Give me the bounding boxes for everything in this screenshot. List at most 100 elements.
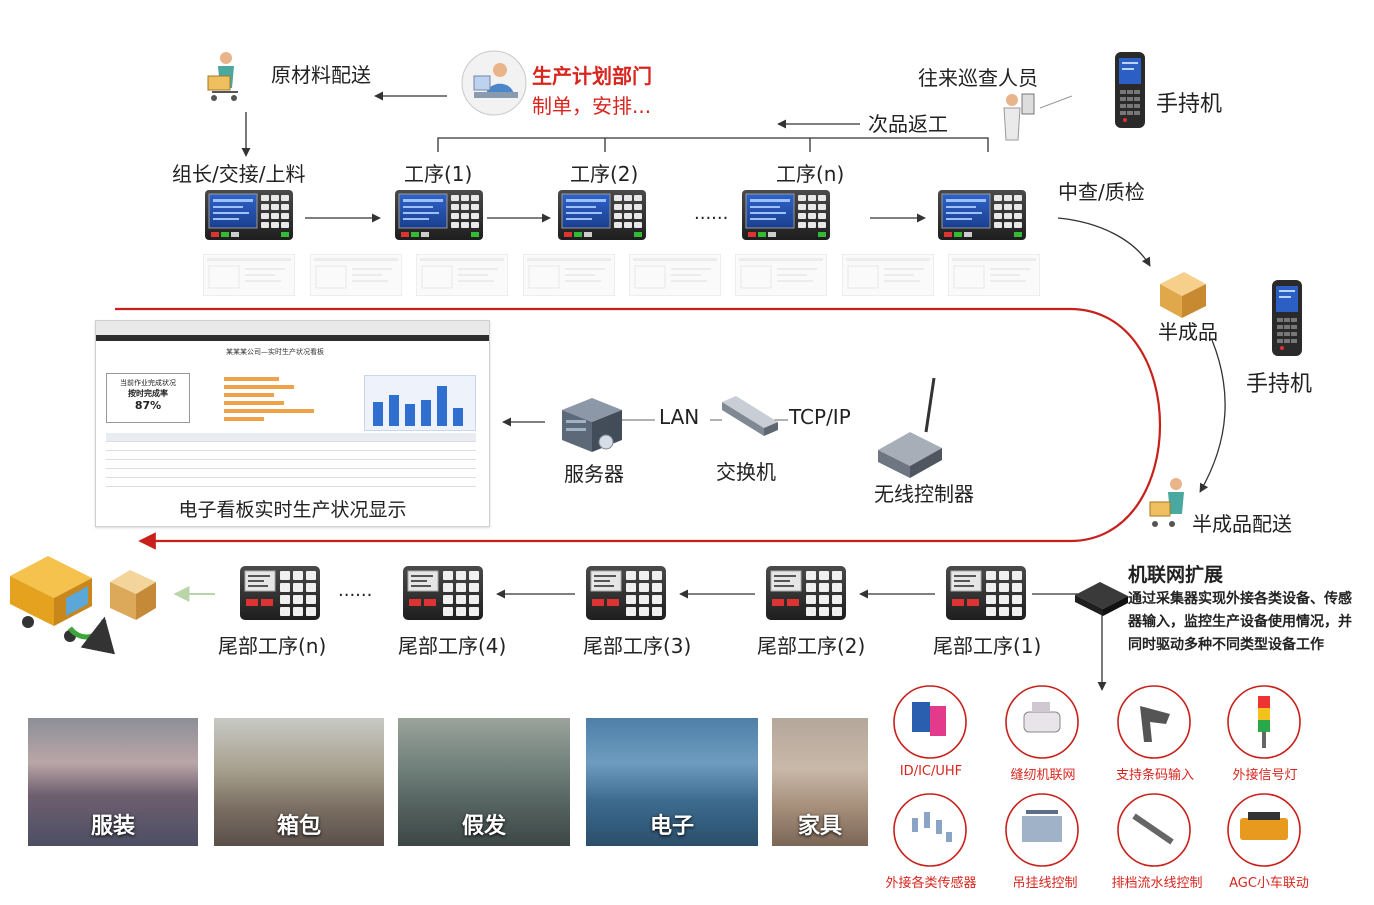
truck-icon — [10, 556, 156, 655]
collector-icon — [1075, 582, 1128, 616]
blue-bar-chart — [364, 375, 476, 431]
sensor-icon — [912, 812, 952, 842]
terminal-icon — [205, 190, 293, 240]
extension-title: 机联网扩展 — [1128, 564, 1224, 586]
sewing-machine-icon — [1023, 711, 1061, 733]
plan-dept-label: 生产计划部门 — [532, 64, 652, 88]
plan-sub-label: 制单，安排... — [532, 94, 652, 118]
board-table-row — [106, 469, 476, 478]
bottom-ellipsis: ...... — [338, 580, 373, 601]
kpi-value: 87% — [134, 399, 162, 412]
agv-car-icon — [1240, 818, 1288, 840]
tail-process-label: 尾部工序(1) — [933, 634, 1042, 658]
board-title: 某某某公司—实时生产状况看板 — [226, 348, 324, 356]
data-table — [106, 433, 476, 489]
wireless-controller-label: 无线控制器 — [874, 482, 974, 506]
switch-icon — [722, 396, 778, 436]
board-caption: 电子看板实时生产状况显示 — [178, 499, 407, 521]
extension-caption: ID/IC/UHF — [899, 764, 963, 779]
extension-description: 通过采集器实现外接各类设备、传感器输入，监控生产设备使用情况，并同时驱动多种不同… — [1128, 591, 1352, 653]
tcpip-label: TCP/IP — [789, 405, 851, 429]
board-vbar — [389, 395, 399, 426]
kpi-box: 当前作业完成状况 按时完成率 87% — [106, 373, 190, 423]
wireless-controller-icon — [878, 377, 942, 478]
board-table-row — [106, 442, 476, 451]
industry-caption: 假发 — [461, 814, 506, 839]
terminal-icon — [742, 190, 830, 240]
tail-process-label: 尾部工序(4) — [398, 634, 507, 658]
raw-material-label: 原材料配送 — [271, 63, 371, 87]
board-table-row — [106, 478, 476, 487]
extension-caption: 外接信号灯 — [1232, 768, 1298, 783]
extension-caption: 支持条码输入 — [1115, 768, 1194, 783]
orange-bar-chart — [224, 377, 324, 427]
board-hbar — [224, 409, 314, 413]
terminal-icon — [395, 190, 483, 240]
patrol-person-icon — [1003, 93, 1073, 141]
handheld-icon — [1115, 52, 1145, 128]
switch-label: 交换机 — [716, 460, 776, 484]
industry-caption: 家具 — [797, 814, 842, 839]
process-2-label: 工序(2) — [570, 162, 639, 186]
industry-photo: 电子 — [586, 718, 758, 846]
board-vbar — [453, 408, 463, 426]
semi-delivery-label: 半成品配送 — [1192, 512, 1292, 536]
board-hbar — [224, 385, 294, 389]
box-icon — [1160, 272, 1206, 318]
board-table-row — [106, 460, 476, 469]
signal-light-icon — [1258, 708, 1270, 720]
extension-caption: 排档流水线控制 — [1111, 876, 1203, 891]
kpi-title: 当前作业完成状况 — [120, 379, 176, 387]
handheld-icon — [1272, 280, 1302, 356]
extension-caption: 吊挂线控制 — [1012, 876, 1078, 891]
industry-photo: 家具 — [772, 718, 868, 846]
electronic-board: 某某某公司—实时生产状况看板 当前作业完成状况 按时完成率 87% 电子看板实时… — [95, 320, 490, 527]
board-vbar — [437, 386, 447, 426]
industry-caption: 电子 — [649, 814, 694, 839]
assembly-line-icon — [1132, 813, 1174, 845]
kpi-label: 按时完成率 — [128, 389, 168, 398]
board-hbar — [224, 377, 279, 381]
handheld-top-label: 手持机 — [1156, 92, 1223, 117]
cart-icon — [207, 52, 238, 101]
process-n-label: 工序(n) — [776, 162, 845, 186]
rework-label: 次品返工 — [868, 112, 948, 136]
extension-caption: AGC小车联动 — [1229, 876, 1309, 891]
semi-product-label: 半成品 — [1158, 320, 1218, 344]
industry-photo: 假发 — [398, 718, 570, 846]
server-icon — [562, 398, 622, 452]
board-table-row — [106, 433, 476, 442]
terminal-icon — [558, 190, 646, 240]
board-hbar — [224, 393, 274, 397]
top-ellipsis: ...... — [694, 203, 729, 224]
lan-label: LAN — [659, 405, 700, 429]
planner-icon — [461, 50, 527, 116]
hanging-line-icon — [1022, 816, 1062, 842]
board-table-row — [106, 451, 476, 460]
qc-label: 中查/质检 — [1058, 180, 1145, 204]
group-leader-label: 组长/交接/上料 — [172, 162, 306, 186]
server-label: 服务器 — [564, 462, 624, 486]
patrol-label: 往来巡查人员 — [918, 66, 1038, 90]
board-hbar — [224, 417, 264, 421]
barcode-scanner-icon — [1140, 706, 1170, 742]
extension-caption: 外接各类传感器 — [885, 876, 977, 891]
industry-caption: 服装 — [90, 814, 135, 839]
industry-caption: 箱包 — [276, 814, 321, 839]
handheld-mid-label: 手持机 — [1246, 372, 1313, 397]
terminal-icon — [938, 190, 1026, 240]
board-hbar — [224, 401, 284, 405]
board-vbar — [421, 399, 431, 426]
delivery-cart-icon — [1149, 478, 1184, 527]
industry-photo: 服装 — [28, 718, 198, 846]
board-vbar — [405, 404, 415, 426]
tail-process-label: 尾部工序(2) — [757, 634, 866, 658]
industry-photo: 箱包 — [214, 718, 384, 846]
process-1-label: 工序(1) — [404, 162, 473, 186]
tail-process-label: 尾部工序(n) — [218, 634, 327, 658]
board-vbar — [373, 401, 383, 426]
extension-caption: 缝纫机联网 — [1010, 768, 1076, 783]
tail-process-label: 尾部工序(3) — [583, 634, 692, 658]
